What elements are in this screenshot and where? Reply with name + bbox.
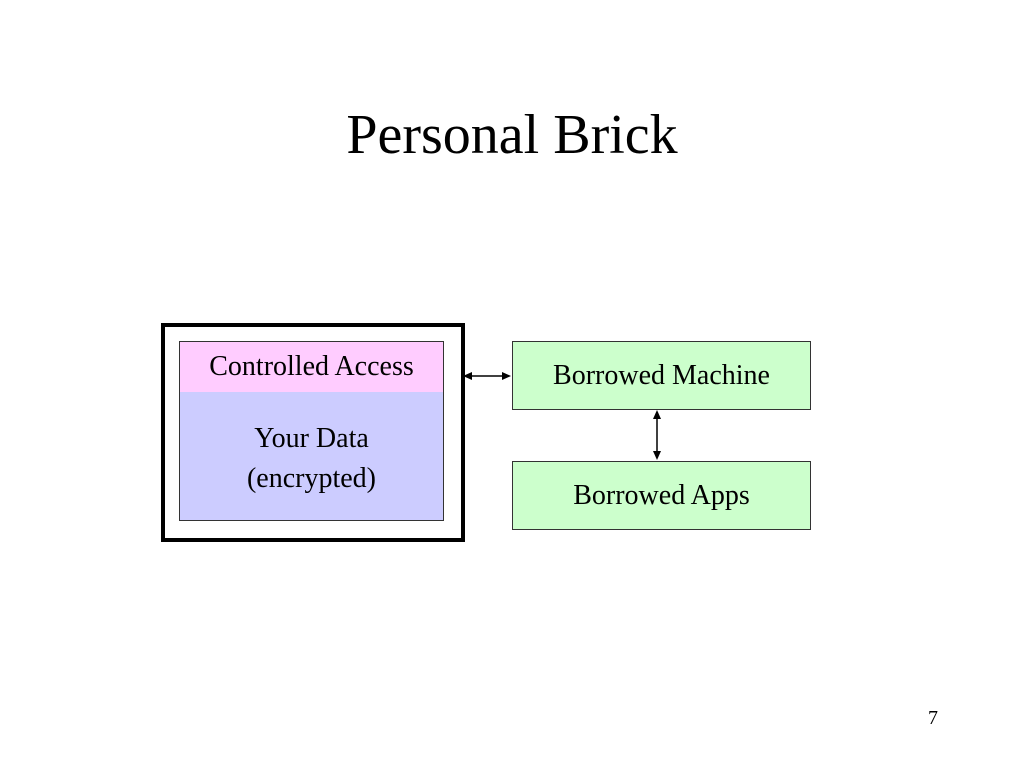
page-number: 7	[928, 707, 938, 729]
controlled-access-label: Controlled Access	[209, 351, 414, 382]
borrowed-machine-box: Borrowed Machine	[512, 341, 811, 410]
brick-machine-arrow	[463, 372, 511, 380]
controlled-access-box: Controlled Access	[179, 341, 444, 393]
your-data-label: Your Data	[254, 423, 369, 454]
machine-apps-arrow	[653, 410, 661, 460]
your-data-box: Your Data (encrypted)	[179, 392, 444, 521]
borrowed-apps-label: Borrowed Apps	[573, 479, 750, 511]
borrowed-apps-box: Borrowed Apps	[512, 461, 811, 530]
slide-title: Personal Brick	[346, 104, 678, 166]
encrypted-label: (encrypted)	[246, 463, 377, 494]
borrowed-machine-label: Borrowed Machine	[553, 359, 770, 391]
